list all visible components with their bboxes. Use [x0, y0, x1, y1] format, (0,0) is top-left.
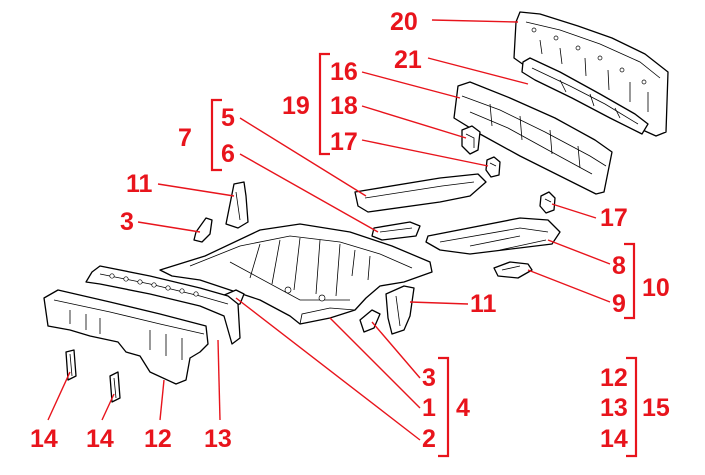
label-14-b: 14 [86, 425, 114, 453]
bracket-19 [318, 52, 330, 156]
part-11-bracket-left [225, 181, 249, 229]
leader-1 [329, 317, 421, 409]
part-18-bracket [461, 125, 481, 155]
bracket-15 [626, 356, 638, 458]
label-11-right: 11 [470, 290, 497, 318]
leader-17-right [551, 203, 597, 219]
part-3-bracket-right [359, 309, 381, 333]
bracket-10 [624, 242, 636, 320]
label-5: 5 [221, 104, 235, 132]
label-18: 18 [330, 92, 358, 120]
label-19: 19 [282, 92, 310, 120]
label-14-c: 14 [600, 425, 628, 453]
part-14-reinforcement-left [65, 349, 77, 381]
label-16: 16 [330, 58, 358, 86]
leader-21 [427, 57, 529, 85]
label-11-left: 11 [126, 170, 153, 198]
part-3-bracket-left [193, 217, 213, 243]
label-3-right: 3 [422, 364, 436, 392]
label-1: 1 [422, 394, 436, 422]
label-20: 20 [390, 8, 418, 36]
leader-9 [527, 269, 611, 303]
label-17-top: 17 [330, 128, 358, 156]
label-6: 6 [221, 140, 235, 168]
part-11-bracket-right [385, 285, 415, 335]
label-9: 9 [612, 290, 626, 318]
leader-17-top [361, 139, 489, 167]
part-21-rear-cross-member [521, 57, 649, 135]
leader-6 [239, 153, 379, 233]
part-5-panel [354, 173, 487, 213]
leader-3-left [137, 221, 201, 233]
leader-11-left [157, 183, 235, 197]
leader-5 [239, 117, 367, 197]
label-3-left: 3 [120, 208, 134, 236]
part-20-rear-upper-panel [513, 11, 669, 137]
label-13-b: 13 [600, 394, 628, 422]
part-12-rear-panel [43, 289, 209, 385]
label-17-right: 17 [600, 204, 628, 232]
part-labels: 20 21 16 18 19 17 5 6 7 11 3 17 8 9 10 1… [30, 8, 670, 453]
bracket-4 [438, 356, 450, 458]
label-21: 21 [394, 46, 422, 74]
leader-2 [235, 297, 421, 441]
part-13-cross-beam [85, 265, 241, 345]
part-17-bracket-upper [485, 156, 501, 178]
leader-11-right [409, 301, 469, 305]
label-12-a: 12 [144, 425, 172, 453]
leader-16 [361, 71, 461, 99]
grouping-brackets [210, 52, 638, 458]
bracket-7 [210, 98, 222, 172]
label-13-a: 13 [204, 425, 232, 453]
label-15: 15 [642, 394, 670, 422]
leader-3-right [371, 321, 421, 379]
label-14-a: 14 [30, 425, 58, 453]
leader-20 [431, 19, 519, 23]
leader-12-a [159, 379, 165, 421]
part-8-floor-panel [425, 217, 561, 255]
label-12-b: 12 [600, 364, 628, 392]
leader-14-a [47, 371, 71, 421]
label-10: 10 [642, 274, 670, 302]
label-2: 2 [422, 425, 436, 453]
leader-13-a [217, 339, 221, 421]
part-17-bracket-lower [539, 191, 556, 214]
leader-8 [547, 239, 611, 265]
part-9-bracket [493, 261, 533, 279]
label-8: 8 [612, 252, 626, 280]
label-7: 7 [178, 124, 192, 152]
label-4: 4 [456, 394, 470, 422]
leader-14-b [101, 393, 115, 421]
leader-18 [361, 105, 467, 139]
leader-lines [47, 19, 611, 441]
part-14-reinforcement-right [109, 371, 121, 403]
part-6-strip [371, 221, 421, 241]
